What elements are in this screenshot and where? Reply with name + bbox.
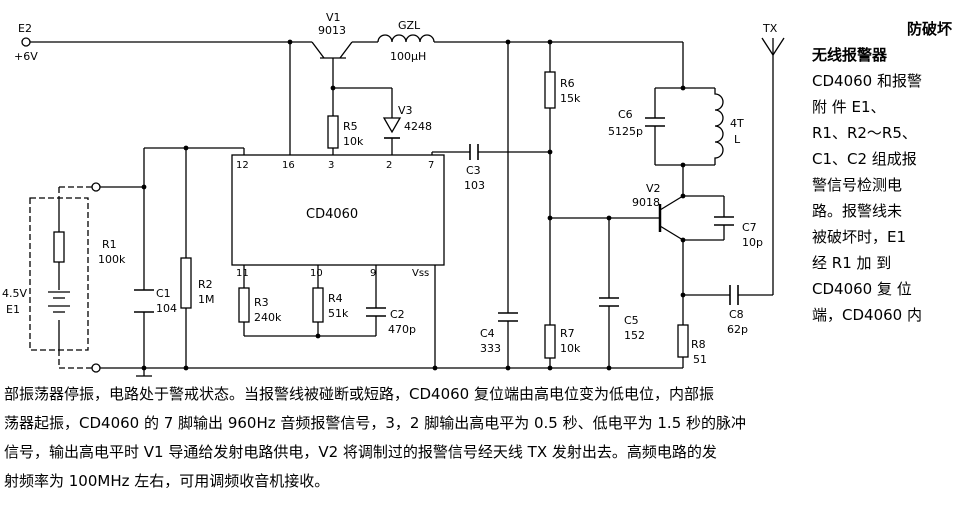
c4-value: 333 <box>480 342 501 355</box>
ic-pin-3: 3 <box>328 160 334 171</box>
ic-pin-16: 16 <box>282 160 295 171</box>
v1-ref: V1 <box>326 11 341 24</box>
l-value: L <box>734 133 741 146</box>
r5-value: 10k <box>343 135 364 148</box>
side-text-line: C1、C2 组成报 <box>812 150 917 168</box>
ic-pin-vss: Vss <box>412 268 429 279</box>
ic-pin-11: 11 <box>236 268 249 279</box>
side-title-line-2: 无线报警器 <box>812 46 888 64</box>
body-text-line: 荡器起振，CD4060 的 7 脚输出 960Hz 音频报警信号，3，2 脚输出… <box>4 414 747 432</box>
c2-value: 470p <box>388 323 416 336</box>
r2-value: 1M <box>198 293 215 306</box>
side-text-line: 路。报警线未 <box>812 202 903 220</box>
l-ref: 4T <box>730 117 744 130</box>
body-text-line: 信号，输出高电平时 V1 导通给发射电路供电，V2 将调制过的报警信号经天线 T… <box>4 443 717 461</box>
side-text-line: 经 R1 加 到 <box>812 254 892 272</box>
r3-value: 240k <box>254 311 282 324</box>
ic-name: CD4060 <box>306 207 358 222</box>
v2-ref: V2 <box>646 182 661 195</box>
r4-ref: R4 <box>328 292 343 305</box>
side-text-line: 被破坏时，E1 <box>812 228 907 246</box>
side-text-line: 警信号检测电 <box>812 176 903 194</box>
r6-value: 15k <box>560 92 581 105</box>
r2-ref: R2 <box>198 278 213 291</box>
circuit-schematic: E2 +6V TX V1 9013 GZL 100μH R5 10k V3 42… <box>2 11 785 377</box>
c6-ref: C6 <box>618 108 633 121</box>
ic-pin-7: 7 <box>428 160 434 171</box>
r6-ref: R6 <box>560 77 575 90</box>
r1-ref: R1 <box>102 238 117 251</box>
supply-label: +6V <box>14 50 38 63</box>
gzl-value: 100μH <box>390 50 426 63</box>
c2-ref: C2 <box>390 308 405 321</box>
r4-value: 51k <box>328 307 349 320</box>
ic-pin-2: 2 <box>386 160 392 171</box>
battery-voltage: 4.5V <box>2 287 27 300</box>
c5-value: 152 <box>624 329 645 342</box>
e2-label: E2 <box>18 22 32 35</box>
side-text-line: R1、R2～R5、 <box>812 124 917 142</box>
r8-value: 51 <box>693 353 707 366</box>
c7-ref: C7 <box>742 221 757 234</box>
v1-part: 9013 <box>318 24 346 37</box>
ic-pin-9: 9 <box>370 268 376 279</box>
c5-ref: C5 <box>624 314 639 327</box>
side-text-line: CD4060 复 位 <box>812 280 912 298</box>
c7-value: 10p <box>742 236 763 249</box>
body-text-line: 部振荡器停振，电路处于警戒状态。当报警线被碰断或短路，CD4060 复位端由高电… <box>4 385 714 403</box>
v2-part: 9018 <box>632 196 660 209</box>
side-text-line: 附 件 E1、 <box>812 98 886 116</box>
ic-pin-12: 12 <box>236 160 249 171</box>
gzl-ref: GZL <box>398 19 421 32</box>
r7-value: 10k <box>560 342 581 355</box>
battery-ref: E1 <box>6 303 20 316</box>
side-text-line: 端，CD4060 内 <box>812 306 922 324</box>
c3-ref: C3 <box>466 164 481 177</box>
r7-ref: R7 <box>560 327 575 340</box>
r5-ref: R5 <box>343 120 358 133</box>
side-text-line: CD4060 和报警 <box>812 72 922 90</box>
bottom-description: 部振荡器停振，电路处于警戒状态。当报警线被碰断或短路，CD4060 复位端由高电… <box>4 380 954 496</box>
ic-pin-10: 10 <box>310 268 323 279</box>
v3-part: 4248 <box>404 120 432 133</box>
body-text-line: 射频率为 100MHz 左右，可用调频收音机接收。 <box>4 472 330 490</box>
r3-ref: R3 <box>254 296 269 309</box>
v3-ref: V3 <box>398 104 413 117</box>
tx-label: TX <box>762 22 778 35</box>
c8-ref: C8 <box>729 308 744 321</box>
c4-ref: C4 <box>480 327 495 340</box>
c3-value: 103 <box>464 179 485 192</box>
r8-ref: R8 <box>691 338 706 351</box>
c1-value: 104 <box>156 302 177 315</box>
c1-ref: C1 <box>156 287 171 300</box>
side-title-line-1: 防破坏 <box>906 20 952 38</box>
c6-value: 5125p <box>608 125 643 138</box>
r1-value: 100k <box>98 253 126 266</box>
side-description: 防破坏 无线报警器 CD4060 和报警 附 件 E1、 R1、R2～R5、 C… <box>812 16 952 328</box>
c8-value: 62p <box>727 323 748 336</box>
